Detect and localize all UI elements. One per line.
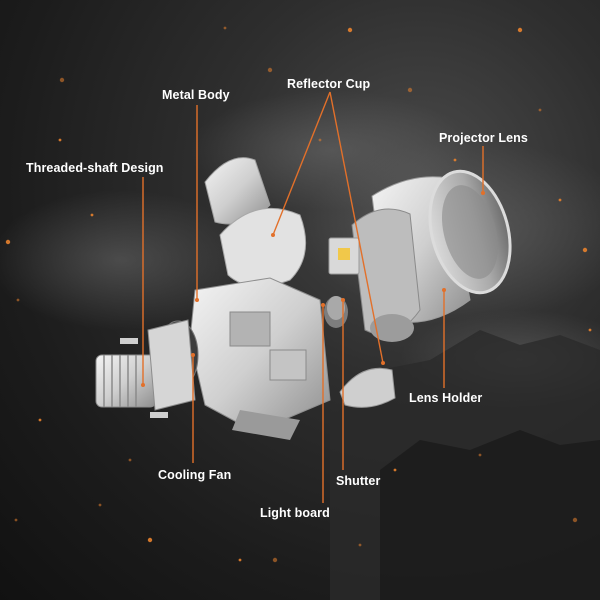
ember-spark — [272, 557, 278, 563]
ember-spark — [538, 108, 542, 112]
leader-dot-reflector-a — [271, 233, 275, 237]
ember-spark — [59, 77, 65, 83]
ember-spark — [588, 328, 592, 332]
leader-reflector-cup-b — [329, 91, 384, 364]
ember-spark — [347, 27, 353, 33]
ember-spark — [38, 418, 42, 422]
leader-dot-shutter — [341, 298, 345, 302]
leader-dot-reflector-b — [381, 361, 385, 365]
ember-spark — [223, 26, 227, 30]
spring-shape — [324, 296, 348, 328]
ember-spark — [238, 558, 242, 562]
ember-spark — [267, 67, 273, 73]
label-cooling-fan: Cooling Fan — [158, 468, 232, 482]
leader-dot-lens-holder — [442, 288, 446, 292]
ember-spark — [147, 537, 153, 543]
leader-dot-light-board — [321, 303, 325, 307]
ember-spark — [90, 213, 94, 217]
ember-spark — [16, 298, 20, 302]
ember-spark — [582, 247, 588, 253]
leader-reflector-cup-a — [272, 91, 331, 236]
label-shutter: Shutter — [336, 474, 381, 488]
ember-spark — [478, 453, 482, 457]
lens-holder-shape — [351, 208, 421, 342]
ember-spark — [558, 198, 562, 202]
leader-dot-threaded-shaft — [141, 383, 145, 387]
light-board-shape — [328, 237, 360, 275]
reflector-cup-shape — [204, 157, 307, 287]
ember-spark — [98, 503, 102, 507]
ember-spark — [14, 518, 18, 522]
ember-spark — [453, 158, 457, 162]
ember-spark — [58, 138, 62, 142]
ember-spark — [128, 458, 132, 462]
background-forest — [380, 430, 600, 600]
label-reflector-cup: Reflector Cup — [287, 77, 371, 91]
label-threaded-shaft: Threaded-shaft Design — [26, 161, 164, 175]
ember-spark — [407, 87, 413, 93]
ember-spark — [572, 517, 578, 523]
metal-body-shape — [189, 277, 331, 440]
threaded-shaft-shape — [95, 319, 196, 418]
ember-spark — [5, 239, 11, 245]
label-lens-holder: Lens Holder — [409, 391, 483, 405]
leader-dot-projector-lens — [481, 191, 485, 195]
ember-spark — [517, 27, 523, 33]
ember-spark — [393, 468, 397, 472]
leader-dot-cooling-fan — [191, 353, 195, 357]
label-projector-lens: Projector Lens — [439, 131, 528, 145]
leader-lines — [141, 91, 485, 503]
label-metal-body: Metal Body — [162, 88, 230, 102]
ember-spark — [318, 138, 322, 142]
shutter-shape — [339, 367, 396, 408]
label-light-board: Light board — [260, 506, 330, 520]
ember-spark — [358, 543, 362, 547]
leader-dot-metal-body — [195, 298, 199, 302]
ember-sparks — [5, 26, 592, 563]
